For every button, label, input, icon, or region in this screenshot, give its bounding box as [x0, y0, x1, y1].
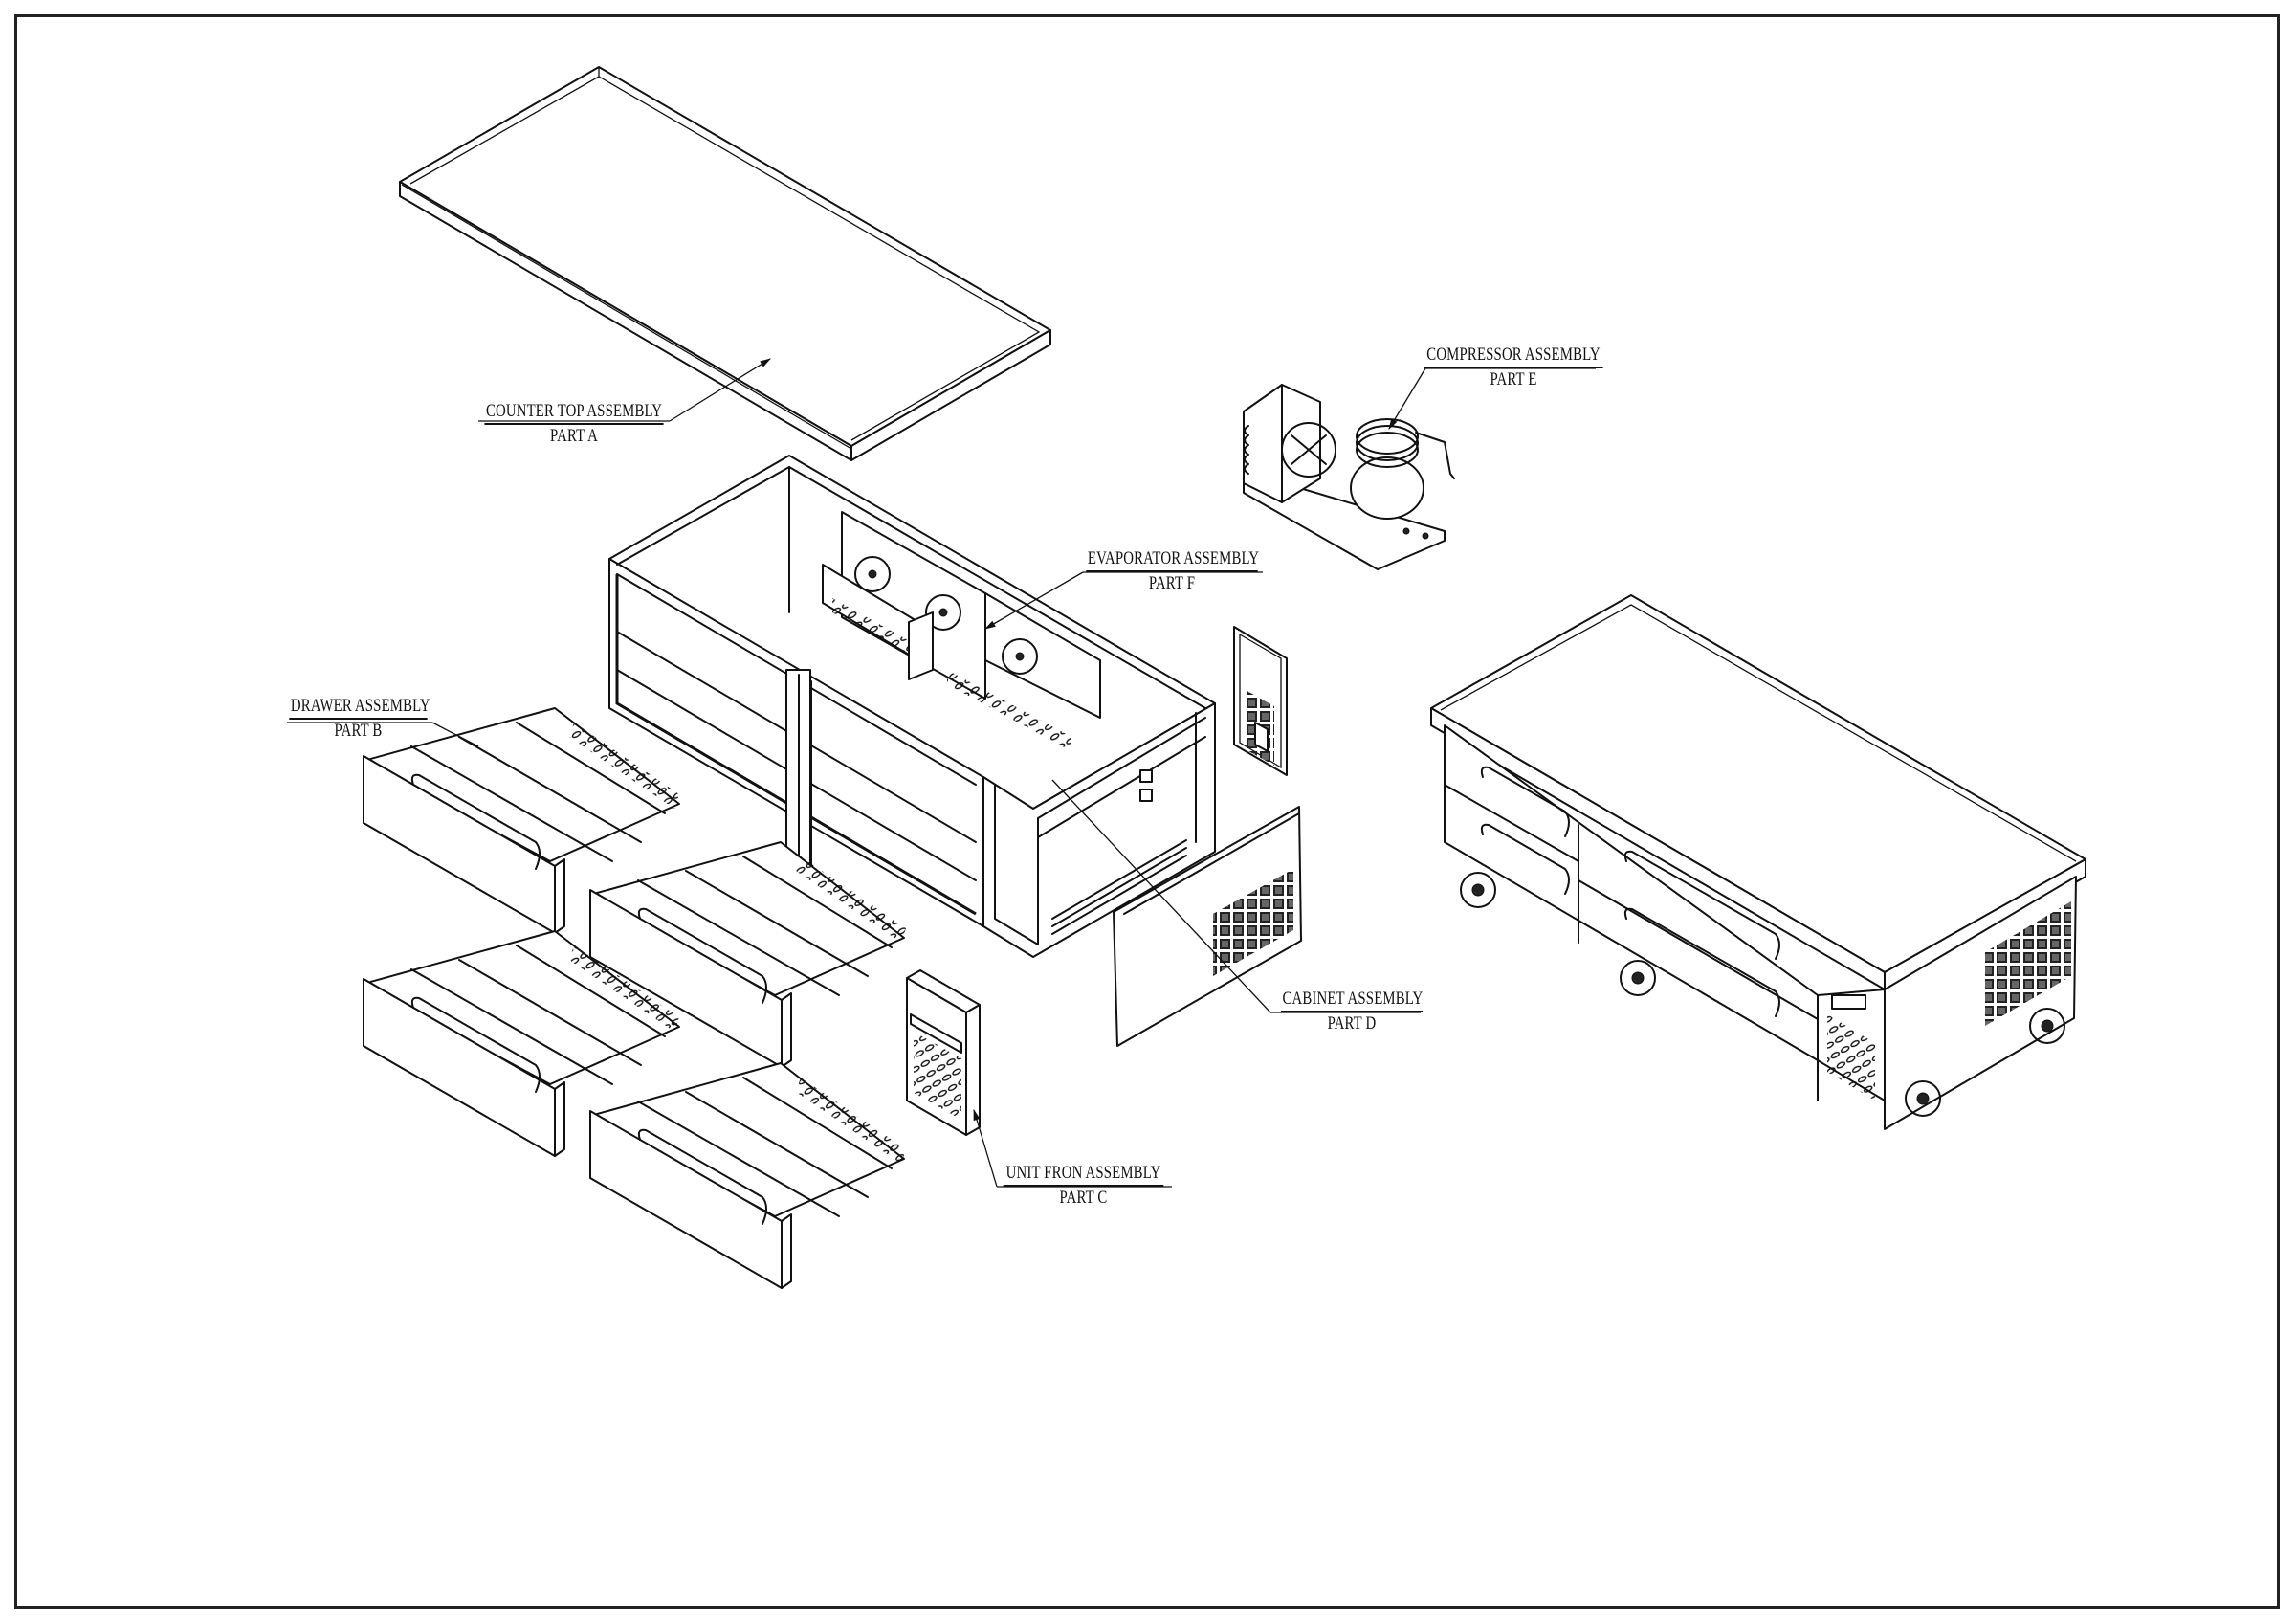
- label-evaporator-assembly: EVAPORATOR ASSEMBLY PART F: [1086, 548, 1260, 593]
- leader-line-f: [983, 571, 1084, 630]
- side-grille-panel: [1233, 626, 1288, 776]
- leader-line-d: [1051, 779, 1271, 1013]
- unit-front-part-c: [906, 969, 981, 1136]
- compressor-part-e: [1243, 384, 1455, 570]
- label-drawer-assembly: DRAWER ASSEMBLY PART B: [289, 696, 430, 741]
- leader-line-c: [973, 1108, 998, 1188]
- drawer-part-b-1: [363, 707, 680, 934]
- label-unit-fron-assembly: UNIT FRON ASSEMBLY PART C: [1003, 1162, 1164, 1210]
- leader-line-b: [431, 722, 479, 747]
- label-cabinet-assembly: CABINET ASSEMBLY PART D: [1280, 989, 1424, 1034]
- drawer-part-b-4: [589, 1062, 906, 1289]
- drawer-part-b-2: [589, 841, 906, 1068]
- cabinet-side-panel-part-d: [1113, 806, 1302, 1047]
- label-compressor-assembly: COMPRESSOR ASSEMBLY PART E: [1424, 344, 1603, 391]
- counter-top-part-a: [399, 66, 1051, 461]
- assembled-chef-base: [1430, 594, 2086, 1130]
- leader-line-e: [1388, 367, 1426, 431]
- drawing-border: [14, 14, 2280, 1609]
- drawer-part-b-3: [363, 930, 680, 1157]
- label-counter-top-assembly: COUNTER TOP ASSEMBLY PART A: [484, 401, 664, 446]
- leader-line-a: [669, 358, 771, 422]
